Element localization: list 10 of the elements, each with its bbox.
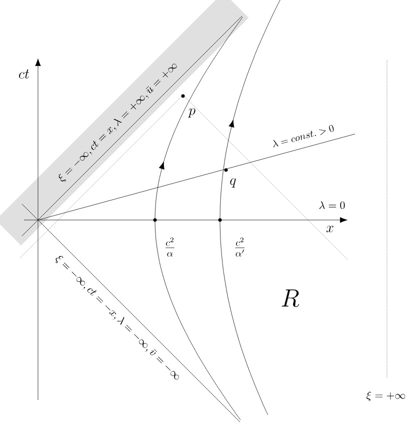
tick-label: $\frac{c^2}{\alpha}$ [166, 237, 174, 256]
point-label: $q$ [230, 178, 236, 188]
axis-label: $ct$ [19, 69, 30, 79]
boundary-label: $\xi = +\infty$ [366, 391, 406, 401]
point-label: $p$ [188, 108, 196, 118]
axis-label: $x$ [326, 226, 334, 232]
line-label: $\lambda = 0$ [319, 201, 345, 210]
line-label: $\lambda = const. > 0$ [272, 125, 334, 148]
region-label: $R$ [282, 290, 300, 308]
tick-label: $\frac{c^2}{\alpha'}$ [235, 237, 245, 256]
